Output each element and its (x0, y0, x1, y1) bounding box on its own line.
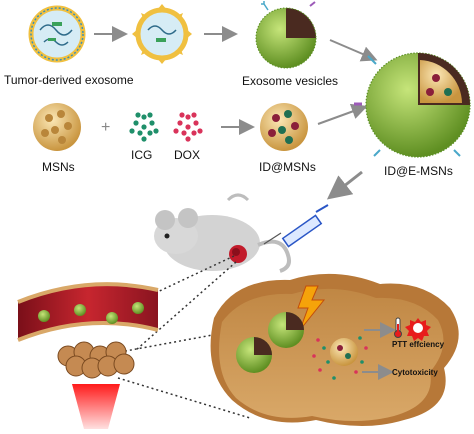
exosome-lysis-icon (132, 4, 192, 64)
released-dot (318, 368, 322, 372)
released-dot (316, 338, 320, 342)
drug-dot (185, 124, 191, 130)
lightning-icon (297, 285, 326, 331)
released-msn-icon (330, 338, 358, 366)
tumor-cluster-icon (57, 341, 135, 379)
drug-dot (173, 128, 179, 134)
drug-dot (147, 130, 153, 136)
drug-dot (185, 114, 191, 120)
drug-dot (153, 128, 159, 134)
drug-dot (135, 112, 141, 118)
drug-dot (149, 120, 155, 126)
label-dox: DOX (174, 148, 201, 162)
blood-vessel-icon (17, 282, 159, 342)
released-drug-dots (312, 336, 368, 380)
id-e-msns-particle-icon (354, 52, 471, 158)
dox-dots-icon (173, 112, 203, 142)
drug-dot (141, 124, 147, 130)
arrow-6 (326, 170, 363, 200)
label-icg: ICG (131, 148, 153, 162)
released-dot (358, 336, 362, 340)
label-msns: MSNs (42, 160, 75, 174)
thermometer-icon (394, 317, 402, 338)
tissue-particle-2-icon (236, 337, 272, 373)
label-exosome-vesicles: Exosome vesicles (242, 74, 339, 88)
drug-dot (137, 130, 143, 136)
label-tumor-exosome: Tumor-derived exosome (4, 73, 134, 87)
released-dot (326, 360, 330, 364)
drug-dot (197, 128, 203, 134)
drug-dot (177, 120, 183, 126)
icg-dots-icon (129, 112, 159, 142)
drug-dot (147, 112, 153, 118)
released-dot (322, 346, 326, 350)
drug-dot (191, 112, 197, 118)
drug-dot (181, 130, 187, 136)
released-dot (364, 346, 368, 350)
laser-beam-icon (72, 384, 120, 429)
label-ptt-efficiency: PTT effciency (392, 340, 445, 349)
released-dot (354, 370, 358, 374)
label-id-msns: ID@MSNs (259, 160, 316, 174)
syringe-icon (263, 204, 329, 248)
label-id-e-msns: ID@E-MSNs (384, 164, 453, 178)
id-msns-icon (260, 103, 308, 151)
drug-dot (141, 136, 147, 142)
plus-sign: + (101, 119, 110, 136)
drug-dot (179, 112, 185, 118)
label-cytotoxicity: Cytotoxicity (392, 368, 438, 377)
drug-dot (191, 130, 197, 136)
mouse-icon (154, 193, 291, 273)
released-dot (312, 354, 316, 358)
drug-dot (133, 120, 139, 126)
drug-dot (141, 114, 147, 120)
arrow-3 (329, 39, 378, 62)
connector-2 (135, 261, 237, 351)
exosome-vesicle-icon (255, 1, 317, 69)
tissue-particle-1-icon (268, 312, 304, 348)
drug-dot (193, 120, 199, 126)
drug-dot (185, 136, 191, 142)
released-dot (360, 360, 364, 364)
arrow-5 (317, 103, 368, 125)
msns-icon (33, 103, 81, 151)
released-dot (332, 376, 336, 380)
drug-dot (129, 128, 135, 134)
tumor-exosome-icon (28, 5, 86, 63)
heat-burst-icon (405, 318, 431, 341)
